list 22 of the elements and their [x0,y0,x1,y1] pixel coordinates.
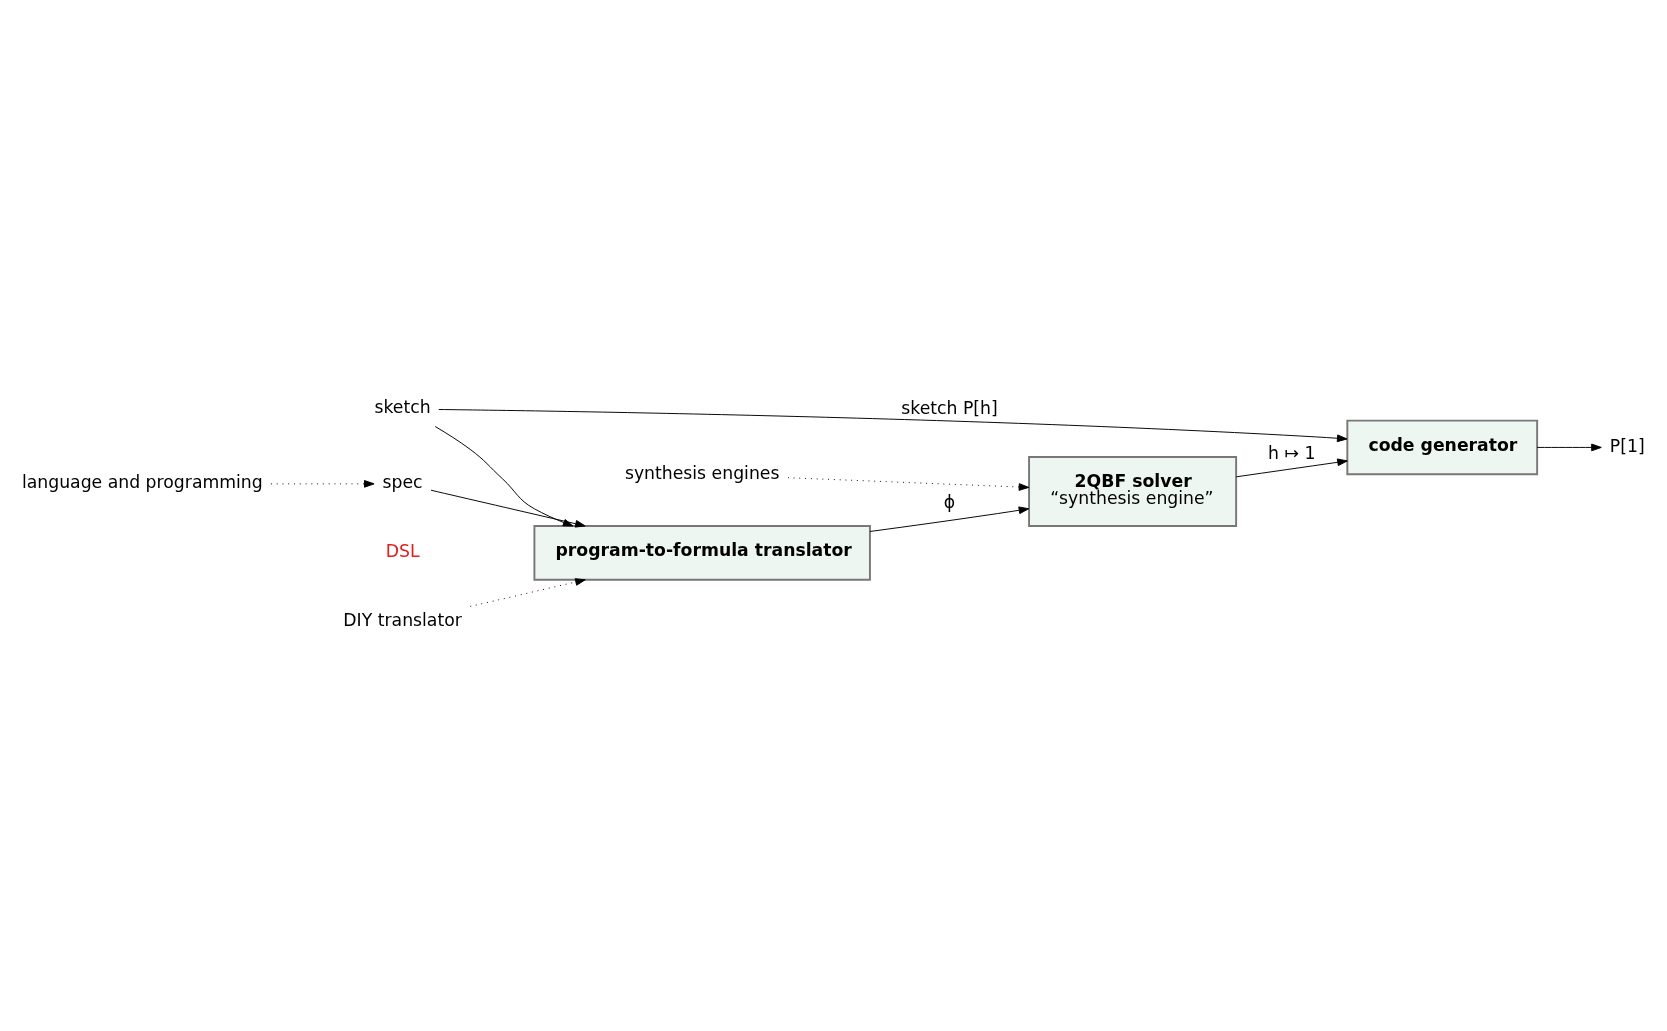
node-text: synthesis engines [624,462,780,483]
arrow [434,426,574,527]
node-box: 2QBF solver “synthesis engine” [1028,456,1238,527]
node-box: code generator [1346,419,1539,476]
edge-label: h ↦ 1 [1268,443,1316,464]
arrow [438,409,1348,443]
arrow [430,489,586,528]
edge-label: ϕ [943,492,956,513]
arrow [469,578,586,607]
arrow [1536,443,1602,452]
node-text: language and programming [21,472,263,493]
node-text: spec [382,472,423,493]
node-text: P[1] [1609,435,1645,456]
arrow [787,477,1030,491]
node-text: sketch [374,397,431,418]
arrow [270,480,375,488]
node-text: DIY translator [343,610,462,631]
arrow [869,506,1030,532]
node-box: program-to-formula translator [533,525,871,581]
arrow [1235,458,1348,478]
label: DSL [385,541,420,562]
edge-label: sketch P[h] [901,398,998,419]
